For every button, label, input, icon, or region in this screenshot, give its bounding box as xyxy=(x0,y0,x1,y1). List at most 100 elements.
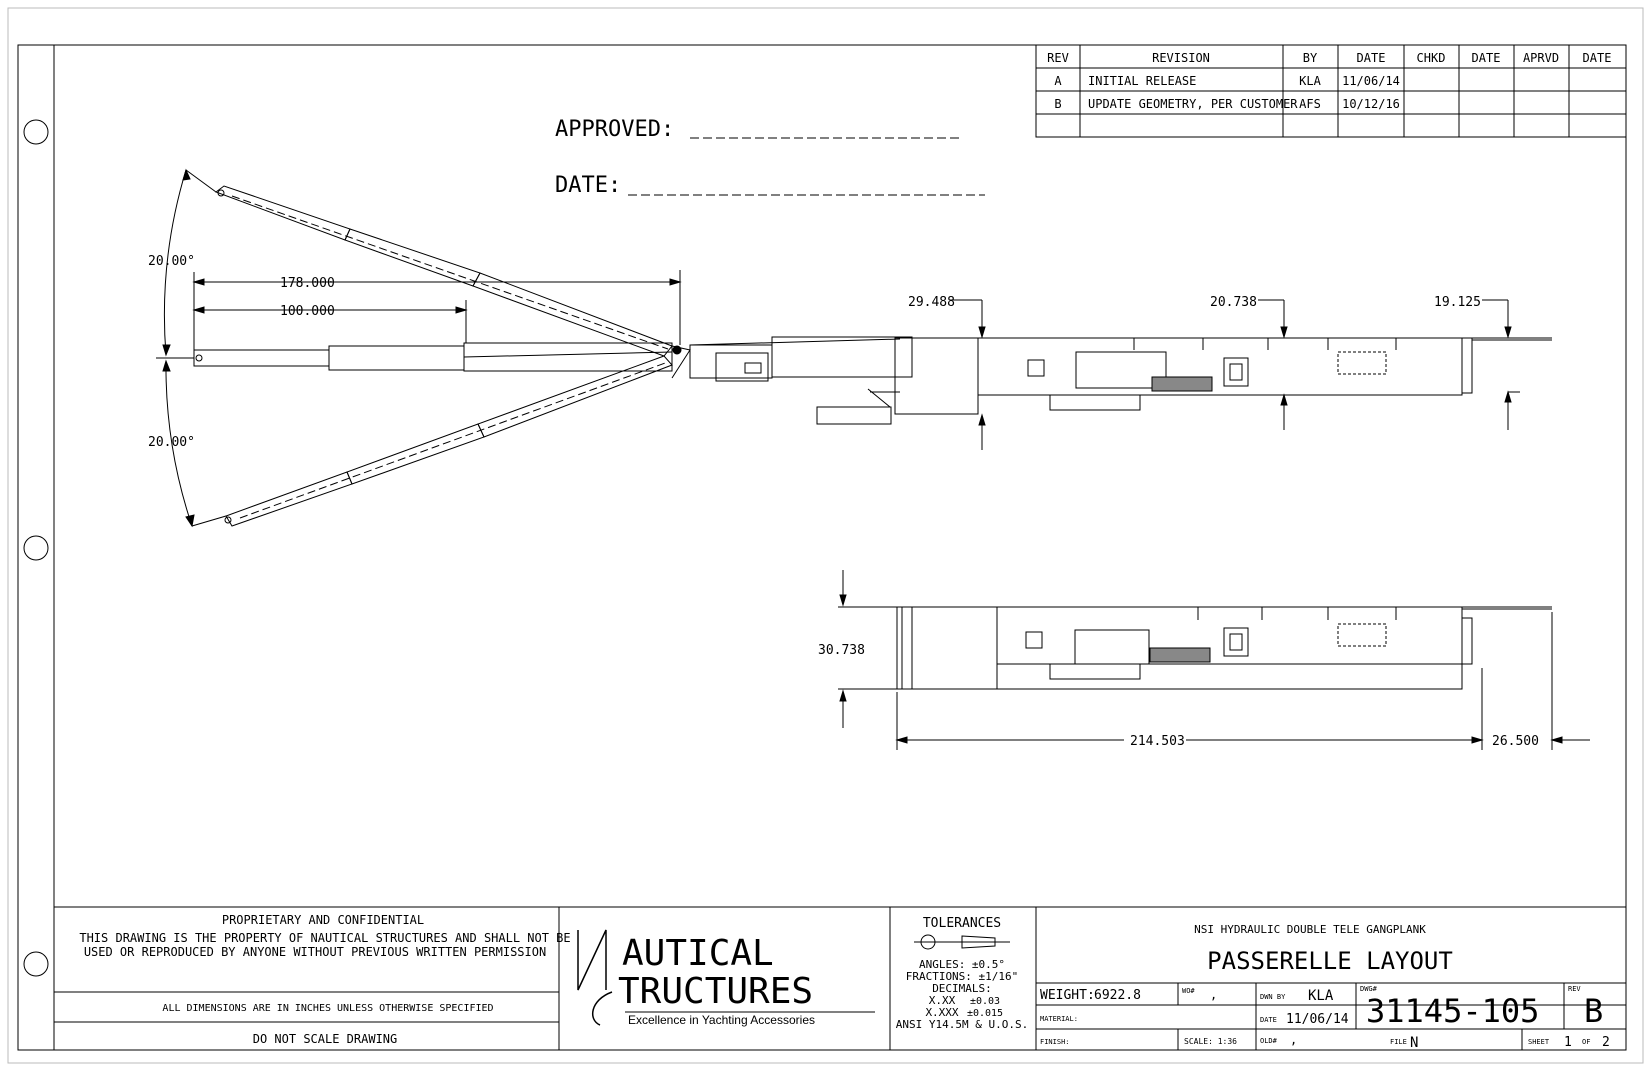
tolerances-title: TOLERANCES xyxy=(923,916,1001,931)
file-label: FILE xyxy=(1390,1038,1407,1046)
binder-hole-icon xyxy=(23,535,49,561)
logo-line-2: TRUCTURES xyxy=(618,971,813,1012)
projection-symbol-icon xyxy=(914,934,1010,950)
weight-value: 6922.8 xyxy=(1094,988,1141,1003)
rev-b-by: AFS xyxy=(1299,97,1321,111)
sheet-label: SHEET xyxy=(1528,1038,1550,1046)
rev-header-revision: REVISION xyxy=(1152,51,1210,65)
dim-20: 20.738 xyxy=(1210,295,1257,310)
company-logo xyxy=(577,929,875,1026)
sheet-edge xyxy=(7,7,1644,1064)
dim-29: 29.488 xyxy=(908,295,955,310)
rev-value: B xyxy=(1584,992,1603,1030)
rev-header-rev: REV xyxy=(1047,51,1069,65)
arrowhead-icon xyxy=(669,278,682,286)
rev-header-aprvd: APRVD xyxy=(1523,51,1559,65)
sheet-number: 1 xyxy=(1564,1035,1572,1050)
dim-100: 100.000 xyxy=(280,304,335,319)
rev-header-chkd: CHKD xyxy=(1417,51,1446,65)
tolerance-xxx-value: ±0.03 xyxy=(970,996,1000,1007)
arrowhead-icon xyxy=(455,306,468,314)
date-label-tb: DATE xyxy=(1260,1016,1277,1024)
angle-arc-upper xyxy=(163,169,187,356)
arrowhead-icon xyxy=(162,344,171,357)
dim-19: 19.125 xyxy=(1434,295,1481,310)
weight-label: WEIGHT: xyxy=(1040,988,1095,1003)
arrowhead-icon xyxy=(162,359,171,372)
tolerance-xxxx-value: ±0.015 xyxy=(967,1008,1003,1019)
rev-a-by: KLA xyxy=(1299,74,1321,88)
ext-line xyxy=(185,169,217,193)
dim-26: 26.500 xyxy=(1492,734,1539,749)
angle-arc-lower xyxy=(165,360,193,527)
revision-table xyxy=(1035,44,1627,138)
tolerance-xxx: X.XX xyxy=(929,994,956,1007)
wo-value: , xyxy=(1210,988,1217,1002)
approval-date-label: DATE: xyxy=(555,173,621,198)
binder-hole-icon xyxy=(23,951,49,977)
outer-border xyxy=(17,44,1627,1051)
proprietary-title: PROPRIETARY AND CONFIDENTIAL xyxy=(222,913,424,927)
dim-angle-bottom: 20.00° xyxy=(148,435,195,450)
side-dims xyxy=(838,570,1590,750)
of-label: OF xyxy=(1582,1038,1590,1046)
finish-label: FINISH: xyxy=(1040,1038,1070,1046)
product-name: NSI HYDRAULIC DOUBLE TELE GANGPLANK xyxy=(1194,923,1426,936)
proprietary-line-1: THIS DRAWING IS THE PROPERTY OF NAUTICAL… xyxy=(79,931,570,945)
proprietary-line-2: USED OR REPRODUCED BY ANYONE WITHOUT PRE… xyxy=(84,945,546,959)
drawing-title: PASSERELLE LAYOUT xyxy=(1207,947,1453,975)
gangplank-arm-center xyxy=(193,342,673,372)
rev-header-date: DATE xyxy=(1357,51,1386,65)
dim-30: 30.738 xyxy=(818,643,865,658)
approved-label: APPROVED: xyxy=(555,117,674,142)
arrowhead-icon xyxy=(192,306,205,314)
arrowhead-icon xyxy=(192,278,205,286)
scale-label: SCALE: 1:36 xyxy=(1184,1037,1237,1046)
rev-label: REV xyxy=(1568,985,1581,993)
old-label: OLD# xyxy=(1260,1037,1278,1045)
dwg-label: DWG# xyxy=(1360,985,1378,993)
arrowhead-icon xyxy=(185,514,195,528)
arrowhead-icon xyxy=(182,168,191,181)
dwn-by-label: DWN BY xyxy=(1260,993,1286,1001)
dim-angle-top: 20.00° xyxy=(148,254,195,269)
rev-header-date3: DATE xyxy=(1583,51,1612,65)
rev-a-code: A xyxy=(1054,74,1062,88)
rev-b-desc: UPDATE GEOMETRY, PER CUSTOMER xyxy=(1088,97,1298,111)
sheet-total: 2 xyxy=(1602,1035,1610,1050)
passerelle-body-plan xyxy=(689,336,1552,425)
logo-tagline: Excellence in Yachting Accessories xyxy=(628,1013,815,1027)
passerelle-body-side xyxy=(896,606,1552,690)
material-label: MATERIAL: xyxy=(1040,1015,1078,1023)
tolerance-fractions: FRACTIONS: ±1/16" xyxy=(906,970,1019,983)
dim-214: 214.503 xyxy=(1130,734,1185,749)
tolerance-angles: ANGLES: ±0.5° xyxy=(919,958,1005,971)
dwg-number: 31145-105 xyxy=(1366,992,1539,1030)
tolerance-decimals: DECIMALS: xyxy=(932,982,992,995)
title-block xyxy=(54,906,1626,1050)
ext-line xyxy=(191,515,227,527)
wo-label: WO# xyxy=(1182,987,1195,995)
rev-header-date2: DATE xyxy=(1472,51,1501,65)
tolerance-ansi: ANSI Y14.5M & U.O.S. xyxy=(896,1018,1028,1031)
old-value: , xyxy=(1290,1033,1297,1047)
plan-dims xyxy=(950,299,1520,450)
binder-hole-icon xyxy=(23,119,49,145)
rev-a-date: 11/06/14 xyxy=(1342,74,1400,88)
dwn-by-value: KLA xyxy=(1308,988,1334,1004)
rev-b-date: 10/12/16 xyxy=(1342,97,1400,111)
rev-a-desc: INITIAL RELEASE xyxy=(1088,74,1196,88)
date-value-tb: 11/06/14 xyxy=(1286,1012,1349,1027)
rev-b-code: B xyxy=(1054,97,1061,111)
scale-note: DO NOT SCALE DRAWING xyxy=(253,1032,398,1046)
rev-header-by: BY xyxy=(1303,51,1318,65)
logo-line-1: AUTICAL xyxy=(622,933,774,974)
tolerance-xxxx: X.XXX xyxy=(925,1006,958,1019)
gangplank-arm-lower xyxy=(224,355,673,527)
gangplank-arm-upper xyxy=(214,185,673,357)
file-value: N xyxy=(1410,1035,1418,1051)
units-note: ALL DIMENSIONS ARE IN INCHES UNLESS OTHE… xyxy=(162,1003,493,1014)
dim-178: 178.000 xyxy=(280,276,335,291)
